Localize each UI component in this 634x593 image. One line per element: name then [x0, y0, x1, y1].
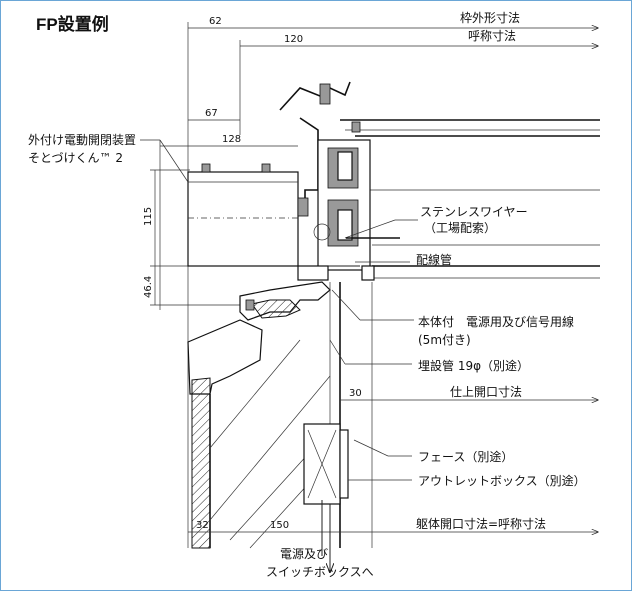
dim-32: 32	[196, 520, 209, 531]
pulley	[313, 223, 331, 241]
cable-leader	[331, 289, 361, 321]
glazing-seal	[351, 121, 361, 133]
buried-pipe-leader	[329, 339, 346, 365]
nominal-label: 呼称寸法	[468, 29, 516, 43]
power-label-line2: スイッチボックスへ	[266, 565, 374, 579]
wire-label-line2: （工場配索）	[424, 221, 496, 235]
finish-opening-label: 仕上開口寸法	[450, 385, 522, 399]
dim-62: 62	[209, 16, 222, 27]
buried-pipe-label: 埋設管 19φ（別途）	[418, 358, 529, 373]
roof-flashing	[279, 81, 351, 111]
dim-150: 150	[270, 520, 289, 531]
outlet-box-label: アウトレットボックス（別途）	[418, 473, 586, 488]
device-bolt-right	[261, 163, 271, 173]
body-opening-label: 躯体開口寸法=呼称寸法	[416, 516, 546, 531]
face-leader	[353, 439, 389, 457]
device-leader-2	[159, 139, 189, 183]
cable-label-line1: 本体付 電源用及び信号用線	[418, 314, 574, 329]
outlet-box-cross-2	[307, 429, 337, 499]
wire-label-line1: ステンレスワイヤー	[420, 205, 528, 219]
cable-label-line2: (5m付き)	[418, 333, 471, 347]
face-plate	[339, 429, 349, 499]
outer-frame-label: 枠外形寸法	[460, 11, 520, 25]
frame-upper	[299, 117, 319, 200]
dim-30: 30	[349, 388, 362, 399]
device-bolt-left	[201, 163, 211, 173]
frame-end-cap	[361, 265, 375, 281]
device-label-line1: 外付け電動開閉装置	[28, 133, 136, 147]
wire-leader	[344, 219, 396, 239]
diagram-title: FP設置例	[36, 14, 109, 34]
dim-67: 67	[205, 108, 218, 119]
motor-device-box	[187, 171, 299, 267]
diagonal-brace-1	[209, 375, 331, 521]
power-label-line1: 電源及び	[280, 547, 328, 561]
dim-120: 120	[284, 34, 303, 45]
mechanism-upper-inner	[337, 151, 353, 181]
diagonal-brace-2	[209, 339, 301, 449]
face-label: フェース（別途）	[418, 449, 513, 464]
curb-fastener	[245, 299, 255, 311]
curb-insulation	[251, 299, 301, 319]
mount-base-block	[297, 265, 329, 281]
dim-128: 128	[222, 134, 241, 145]
mechanism-lower-inner	[337, 209, 353, 241]
flashing-bolt	[319, 83, 331, 105]
device-label-line2: そとづけくん™ 2	[28, 151, 123, 165]
wiring-pipe-label: 配線管	[416, 252, 452, 267]
dim-46: 46.4	[143, 276, 154, 298]
device-connector	[297, 197, 309, 217]
dim-115: 115	[143, 207, 154, 226]
